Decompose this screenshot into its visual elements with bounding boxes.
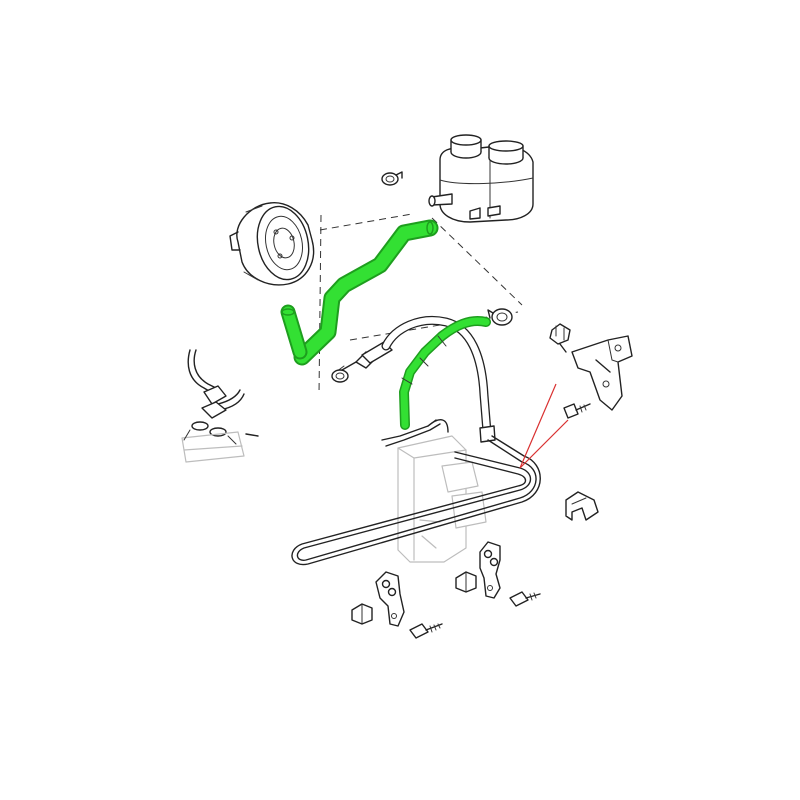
pipe-clamp-left[interactable] [375,571,405,627]
mounting-bracket[interactable] [571,335,633,411]
clip-nut-center[interactable] [455,571,477,593]
bolt-lower-left[interactable] [409,623,443,639]
clip-nut-left[interactable] [351,603,373,625]
return-pipe[interactable] [291,435,541,566]
bracket-nut[interactable] [549,323,571,353]
pipe-clamp-center[interactable] [479,541,501,599]
bracket-bolt[interactable] [563,403,591,419]
supply-hose-highlighted[interactable] [280,219,439,366]
hose-clip-upper[interactable] [381,171,403,186]
reservoir[interactable] [428,134,534,223]
steering-box[interactable] [381,419,487,563]
alignment-lines [318,213,523,396]
pressure-hose[interactable] [381,316,496,443]
bolt-lower-right[interactable] [509,591,541,607]
hose-clip-lower[interactable] [487,308,513,326]
pipe-clip-right[interactable] [565,491,599,521]
pump-pulley[interactable] [229,202,315,286]
left-pipe-assembly[interactable] [181,349,259,463]
return-hose-highlighted[interactable] [399,316,491,430]
pointer-lines [519,383,569,469]
